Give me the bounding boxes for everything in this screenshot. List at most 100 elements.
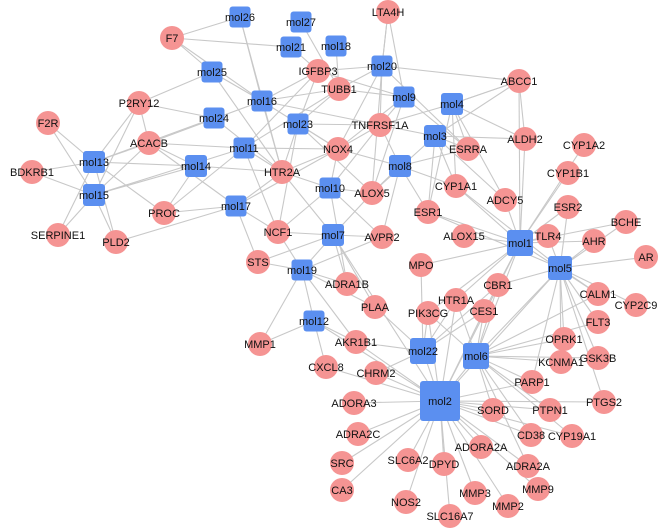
gene-node-label: MMP2 bbox=[492, 501, 524, 513]
gene-node-circle bbox=[306, 59, 330, 83]
gene-node-esr2: ESR2 bbox=[554, 195, 583, 219]
mol-node-box bbox=[319, 177, 341, 199]
gene-node-circle bbox=[624, 293, 648, 317]
mol-node-mol20: mol20 bbox=[367, 55, 397, 77]
gene-node-circle bbox=[444, 174, 468, 198]
gene-node-parp1: PARP1 bbox=[514, 370, 550, 394]
edge-P2RY12-mol25 bbox=[138, 71, 213, 104]
gene-node-f7: F7 bbox=[160, 26, 184, 50]
gene-node-label: MPO bbox=[408, 260, 434, 272]
gene-node-mmp2: MMP2 bbox=[492, 494, 524, 518]
gene-node-circle bbox=[346, 422, 370, 446]
gene-node-label: TLR4 bbox=[535, 231, 562, 243]
gene-node-slc6a2: SLC6A2 bbox=[388, 448, 428, 472]
gene-node-circle bbox=[520, 370, 544, 394]
edge-mol2-PTGS2 bbox=[439, 400, 605, 403]
mol-node-box bbox=[371, 55, 393, 77]
gene-node-abcc1: ABCC1 bbox=[501, 69, 537, 93]
mol-node-box bbox=[83, 184, 105, 206]
gene-node-plaa: PLAA bbox=[361, 295, 390, 319]
edge-mol5-mol6 bbox=[475, 267, 561, 357]
gene-node-circle bbox=[496, 494, 520, 518]
edge-mol3-ADCY5 bbox=[434, 135, 506, 201]
edge-mol5-CYP1A1 bbox=[455, 185, 561, 269]
edge-mol5-GSK3B bbox=[559, 267, 599, 359]
gene-node-label: LTA4H bbox=[372, 7, 405, 19]
gene-node-cxcl8: CXCL8 bbox=[308, 355, 344, 379]
gene-node-circle bbox=[572, 133, 596, 157]
edge-mol3-ESR1 bbox=[427, 135, 436, 213]
gene-node-circle bbox=[586, 346, 610, 370]
gene-node-mmp1: MMP1 bbox=[244, 332, 276, 356]
mol-node-mol9: mol9 bbox=[392, 86, 416, 108]
gene-node-circle bbox=[409, 253, 433, 277]
gene-node-alox15: ALOX15 bbox=[443, 224, 485, 248]
gene-node-bdkrb1: BDKRB1 bbox=[10, 160, 54, 184]
edge-mol17-PLD2 bbox=[115, 205, 237, 243]
gene-node-label: ADCY5 bbox=[487, 195, 524, 207]
mol-node-label: mol1 bbox=[508, 238, 532, 250]
gene-node-slc16a7: SLC16A7 bbox=[426, 504, 474, 528]
gene-node-circle bbox=[486, 273, 510, 297]
mol-node-box bbox=[420, 381, 460, 421]
gene-node-kcnma1: KCNMA1 bbox=[538, 350, 584, 374]
gene-node-circle bbox=[432, 452, 456, 476]
gene-node-circle bbox=[330, 478, 354, 502]
edge-mol17-PROC bbox=[163, 205, 237, 214]
gene-node-ptpn1: PTPN1 bbox=[532, 398, 568, 422]
gene-node-circle bbox=[127, 91, 151, 115]
gene-node-label: ADRA2A bbox=[506, 461, 551, 473]
mol-node-box bbox=[424, 125, 446, 147]
gene-node-chrm2: CHRM2 bbox=[356, 361, 396, 385]
gene-node-label: TUBB1 bbox=[321, 84, 356, 96]
gene-node-label: MMP9 bbox=[522, 484, 554, 496]
mol-node-box bbox=[463, 343, 489, 369]
gene-node-label: ADRA1B bbox=[325, 279, 369, 291]
edge-mol6-FLT3 bbox=[475, 321, 599, 357]
gene-node-label: ADORA2A bbox=[455, 442, 508, 454]
gene-node-label: AHR bbox=[582, 236, 605, 248]
gene-node-label: CYP2C9 bbox=[615, 300, 658, 312]
gene-node-esrra: ESRRA bbox=[449, 137, 488, 161]
gene-node-label: F2R bbox=[38, 118, 59, 130]
mol-node-label: mol22 bbox=[408, 346, 438, 358]
gene-node-label: DPYD bbox=[429, 459, 460, 471]
edge-mol25-HTR2A bbox=[211, 71, 283, 173]
edge-PROC-mol13 bbox=[93, 161, 165, 214]
gene-node-avpr2: AVPR2 bbox=[364, 225, 400, 249]
gene-node-label: OPRK1 bbox=[545, 334, 582, 346]
mol-node-box bbox=[83, 151, 105, 173]
gene-node-circle bbox=[516, 454, 540, 478]
gene-node-circle bbox=[137, 131, 161, 155]
gene-node-lta4h: LTA4H bbox=[372, 0, 405, 24]
mol-node-mol2: mol2 bbox=[420, 381, 460, 421]
mol-node-label: mol6 bbox=[464, 351, 488, 363]
gene-node-label: CA3 bbox=[331, 485, 352, 497]
gene-node-circle bbox=[456, 137, 480, 161]
gene-node-ca3: CA3 bbox=[330, 478, 354, 502]
mol-node-label: mol25 bbox=[197, 67, 227, 79]
mol-node-box bbox=[290, 11, 312, 33]
gene-node-label: ESR2 bbox=[554, 202, 583, 214]
mol-node-mol17: mol17 bbox=[221, 195, 251, 217]
gene-node-label: MMP1 bbox=[244, 339, 276, 351]
mol-node-mol8: mol8 bbox=[388, 155, 412, 177]
gene-node-nos2: NOS2 bbox=[391, 490, 421, 514]
gene-node-circle bbox=[104, 230, 128, 254]
gene-node-label: P2RY12 bbox=[119, 98, 160, 110]
gene-node-circle bbox=[36, 111, 60, 135]
mol-node-box bbox=[251, 90, 273, 112]
gene-node-oprk1: OPRK1 bbox=[545, 327, 583, 351]
edge-F2R-mol15 bbox=[47, 122, 95, 196]
edge-mol14-HTR2A bbox=[195, 165, 283, 173]
mol-node-mol13: mol13 bbox=[79, 151, 109, 173]
gene-node-circle bbox=[614, 210, 638, 234]
gene-node-label: PARP1 bbox=[514, 377, 549, 389]
edge-mol9-IGFBP3 bbox=[317, 70, 405, 98]
edge-mol1-ESR1 bbox=[427, 211, 521, 244]
gene-node-circle bbox=[160, 26, 184, 50]
gene-node-label: PIK3CG bbox=[408, 308, 448, 320]
gene-node-ar: AR bbox=[634, 245, 658, 269]
mol-node-label: mol8 bbox=[388, 161, 412, 173]
